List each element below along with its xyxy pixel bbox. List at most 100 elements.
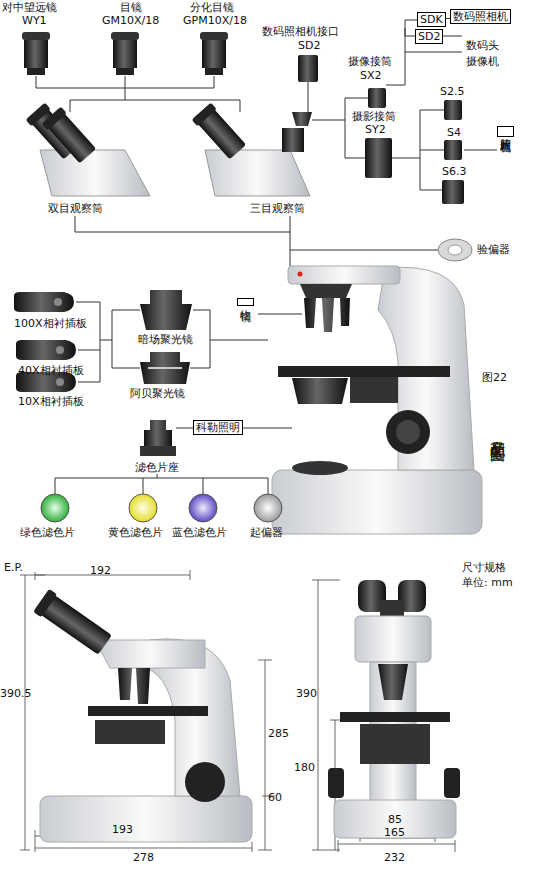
part-label: 双目观察筒: [48, 203, 103, 215]
label-box: 科勒照明: [193, 420, 243, 435]
box-text: 物镜: [239, 301, 252, 303]
leader-line: [258, 314, 302, 315]
binocular-body: [40, 150, 150, 196]
binocular-tube: [42, 106, 98, 164]
part-label: 232: [384, 852, 405, 864]
phase-slider-icon: [16, 340, 76, 360]
condenser-scale: [148, 367, 182, 369]
part-label: 摄影接筒: [352, 111, 396, 123]
part-label: 180: [294, 762, 315, 774]
leader-line: [312, 98, 444, 190]
leader-line: [386, 20, 462, 85]
part-label: 60: [268, 792, 282, 804]
part-label: 尺寸规格: [462, 562, 506, 574]
side-base: [40, 796, 252, 842]
front-knob: [328, 768, 344, 798]
eyepiece-icon: [22, 32, 50, 75]
box-text: 胶片照相机: [499, 129, 512, 134]
light-port: [292, 461, 348, 475]
part-label: 单位: mm: [462, 577, 513, 589]
label-box: SD2: [415, 29, 443, 44]
darkfield-condenser-icon: [140, 290, 192, 330]
side-objectives: [118, 668, 150, 704]
part-label: 绿色滤色片: [20, 527, 75, 539]
microscope-head: [288, 266, 400, 284]
objective-lenses: [304, 298, 350, 332]
trinocular-port: [282, 128, 304, 152]
box-text: 科勒照明: [196, 421, 240, 434]
side-head: [95, 640, 205, 668]
dimension-line: [312, 580, 455, 852]
leader-line: [308, 82, 309, 112]
condenser: [292, 378, 348, 404]
part-label: GM10X/18: [102, 15, 159, 27]
front-base: [334, 800, 456, 838]
part-label: 蓝色滤色片: [172, 527, 227, 539]
part-label: SX2: [360, 70, 382, 82]
part-label: WY1: [22, 15, 47, 27]
leader-line: [464, 150, 497, 151]
box-text: SDK: [420, 13, 443, 26]
front-head: [355, 616, 431, 662]
focus-knob: [386, 410, 430, 454]
adapter-cup: [292, 112, 312, 126]
part-label: 285: [268, 728, 289, 740]
focus-knob: [396, 420, 420, 444]
part-label: 阿贝聚光镜: [130, 388, 185, 400]
part-label: 分化目镜: [190, 2, 234, 14]
part-label: S6.3: [442, 166, 466, 178]
front-stage: [340, 712, 450, 722]
part-label: 滤色片座: [135, 462, 179, 474]
part-label: 40X相衬插板: [18, 365, 84, 377]
part-label: 摄像接筒: [348, 56, 392, 68]
filter-holder-icon: [140, 446, 176, 456]
side-eyepiece: [33, 589, 113, 657]
part-label: 10X相衬插板: [18, 396, 84, 408]
part-label: S4: [447, 127, 461, 139]
trinocular-body: [205, 150, 310, 196]
part-label: 目镜: [120, 2, 142, 14]
part-label: 390.5: [0, 688, 32, 700]
part-label: 图22: [482, 372, 507, 384]
green-filter: [41, 494, 69, 522]
label-box: 数码照相机: [450, 9, 511, 24]
film-adapter-icon: [444, 140, 462, 160]
yellow-filter: [129, 494, 157, 522]
nosepiece: [300, 284, 352, 298]
box-text: SD2: [418, 30, 440, 43]
dimension-line: [20, 570, 275, 852]
stage-mechanism: [350, 377, 398, 403]
part-label: 数码头: [466, 40, 499, 52]
part-label: 三目观察筒: [250, 203, 305, 215]
phase-slider-icon: [14, 292, 74, 312]
part-label: 100X相衬插板: [14, 318, 87, 330]
side-stage: [88, 706, 208, 716]
part-label: 产品配置图: [492, 428, 504, 438]
eyepiece-icon: [200, 32, 228, 75]
part-label: 验偏器: [477, 244, 510, 256]
part-label: SD2: [298, 40, 320, 52]
analyzer-icon: [448, 245, 462, 255]
part-label: S2.5: [440, 86, 464, 98]
part-label: 390: [296, 688, 317, 700]
film-adapter-icon: [442, 180, 464, 204]
trinocular-tube: [192, 102, 248, 160]
polarizer-filter: [254, 494, 282, 522]
part-label: GPM10X/18: [183, 15, 247, 27]
label-box: 胶片照相机: [497, 126, 514, 137]
part-label: 193: [112, 824, 133, 836]
microscope-base: [272, 470, 482, 534]
part-label: E.P.: [4, 562, 23, 574]
part-label: 摄像机: [466, 56, 499, 68]
side-knob: [185, 762, 225, 802]
side-condenser: [95, 720, 165, 744]
leader-line: [75, 216, 438, 266]
indicator-dot: [298, 272, 303, 277]
analyzer-icon: [438, 239, 472, 261]
camera-interface-icon: [298, 55, 318, 82]
abbe-condenser-icon: [140, 352, 190, 384]
film-adapter-icon: [444, 100, 462, 120]
